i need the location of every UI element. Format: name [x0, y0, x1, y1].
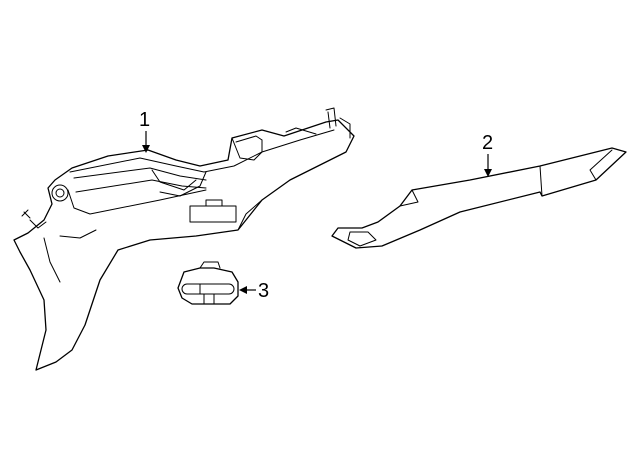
callout-2-label: 2	[482, 132, 493, 154]
part-1-quarter-trim-panel	[13, 107, 355, 371]
callout-3-arrowhead	[239, 286, 247, 294]
part-3-retainer-clip	[177, 261, 239, 305]
callout-1: 1	[139, 109, 150, 153]
callout-3: 3	[239, 280, 269, 302]
callout-3-label: 3	[258, 280, 269, 302]
callout-1-label: 1	[139, 109, 150, 131]
callout-2-arrowhead	[484, 169, 492, 177]
callout-2: 2	[482, 132, 493, 177]
callout-1-arrowhead	[142, 145, 150, 153]
part-2-trim-strip	[331, 147, 627, 249]
